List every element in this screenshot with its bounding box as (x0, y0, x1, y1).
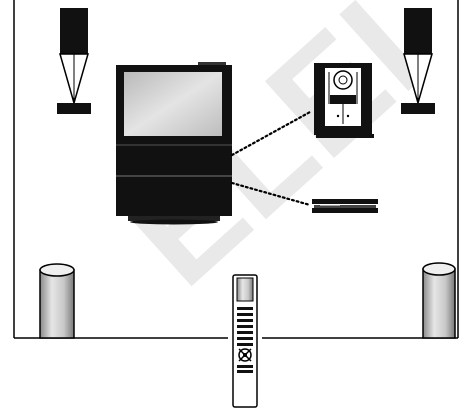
tv-screen (124, 72, 222, 136)
video-recorder (312, 199, 378, 213)
front-speaker-left (57, 8, 91, 114)
remote-navigation-pad (239, 349, 251, 361)
rear-speaker-right (423, 263, 455, 338)
remote-control (233, 275, 257, 407)
rear-speaker-left (40, 264, 74, 338)
music-system (314, 63, 374, 138)
television (116, 62, 232, 225)
